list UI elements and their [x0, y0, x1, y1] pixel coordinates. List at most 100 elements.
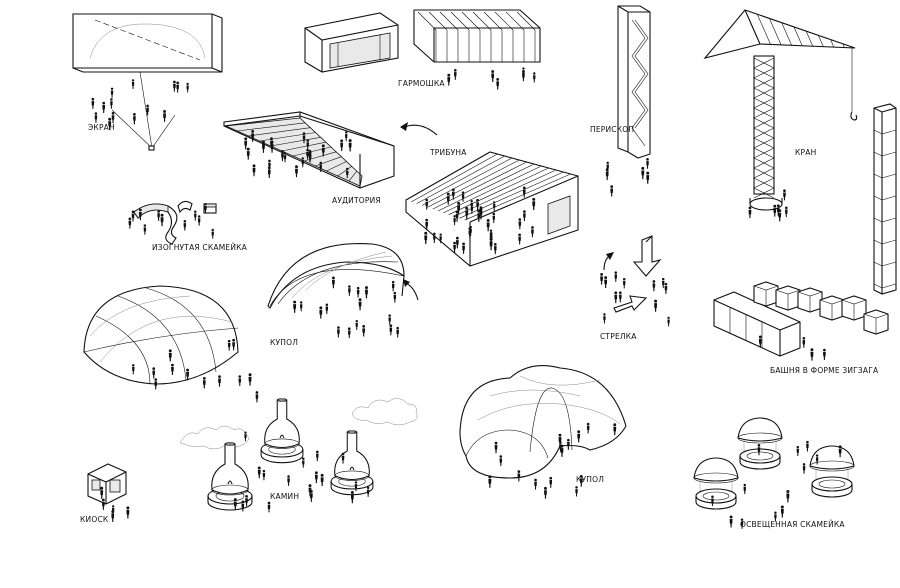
- person-figure-icon: [758, 335, 762, 348]
- person-figure-icon: [493, 242, 497, 255]
- person-figure-icon: [257, 466, 261, 479]
- person-figure-icon: [773, 204, 777, 217]
- person-figure-icon: [350, 490, 354, 504]
- person-figure-icon: [111, 510, 115, 522]
- person-figure-icon: [425, 198, 429, 210]
- person-figure-icon: [241, 500, 245, 512]
- person-figure-icon: [532, 197, 536, 211]
- person-figure-icon: [131, 210, 135, 222]
- person-figure-icon: [245, 495, 248, 507]
- person-figure-icon: [533, 72, 536, 83]
- person-figure-icon: [143, 224, 147, 235]
- person-figure-icon: [796, 445, 800, 457]
- lit-bench-crowd: [711, 440, 842, 529]
- person-figure-icon: [491, 70, 495, 82]
- person-figure-icon: [393, 291, 397, 303]
- screen-crowd: [91, 79, 189, 131]
- cloud-outline-left: [180, 425, 249, 450]
- person-figure-icon: [740, 518, 744, 529]
- accordion-folded: [413, 9, 541, 63]
- person-figure-icon: [111, 112, 115, 124]
- person-figure-icon: [325, 303, 329, 314]
- person-figure-icon: [396, 326, 399, 338]
- label-kiosk: КИОСК: [80, 515, 109, 524]
- tall-column: [873, 103, 897, 295]
- person-figure-icon: [332, 276, 335, 289]
- fireplace-left: [207, 442, 253, 511]
- person-figure-icon: [321, 144, 325, 157]
- person-figure-icon: [802, 463, 806, 474]
- zigzag-tower: [713, 281, 889, 357]
- person-figure-icon: [664, 282, 668, 294]
- kiosk-crowd: [100, 486, 130, 522]
- person-figure-icon: [806, 440, 809, 452]
- person-figure-icon: [823, 348, 826, 361]
- person-figure-icon: [451, 188, 455, 200]
- person-figure-icon: [388, 314, 391, 325]
- person-figure-icon: [457, 201, 461, 215]
- label-screen: ЭКРАН: [88, 123, 115, 132]
- person-figure-icon: [204, 203, 207, 214]
- person-figure-icon: [186, 368, 190, 381]
- person-figure-icon: [126, 506, 130, 519]
- dome-big: [83, 285, 239, 385]
- person-figure-icon: [341, 452, 345, 464]
- label-curved-bench: ИЗОГНУТАЯ СКАМЕЙКА: [152, 243, 248, 252]
- person-figure-icon: [604, 276, 608, 289]
- person-figure-icon: [558, 433, 562, 446]
- person-figure-icon: [439, 233, 442, 244]
- person-figure-icon: [110, 87, 114, 98]
- person-figure-icon: [494, 441, 498, 454]
- person-figure-icon: [366, 486, 370, 497]
- person-figure-icon: [523, 210, 526, 222]
- curved-bench-crowd: [128, 203, 214, 239]
- person-figure-icon: [499, 455, 503, 467]
- person-figure-icon: [244, 137, 248, 150]
- person-figure-icon: [577, 430, 581, 443]
- label-zigzag-tower: БАШНЯ В ФОРМЕ ЗИГЗАГА: [770, 366, 879, 375]
- person-figure-icon: [496, 78, 500, 90]
- person-figure-icon: [346, 167, 349, 179]
- person-figure-icon: [518, 218, 522, 230]
- person-figure-icon: [486, 218, 490, 232]
- person-figure-icon: [232, 338, 235, 351]
- auditorium-object: [223, 111, 395, 189]
- label-dome-cluster: КУПОЛ: [576, 475, 604, 484]
- person-figure-icon: [603, 313, 606, 324]
- person-figure-icon: [295, 165, 298, 178]
- person-figure-icon: [838, 445, 842, 458]
- person-figure-icon: [319, 161, 322, 173]
- person-figure-icon: [168, 349, 172, 362]
- person-figure-icon: [319, 306, 323, 319]
- person-figure-icon: [302, 132, 306, 144]
- person-figure-icon: [306, 139, 310, 150]
- dome-small-crowd: [293, 276, 399, 339]
- person-figure-icon: [267, 501, 271, 513]
- person-figure-icon: [654, 299, 658, 312]
- person-figure-icon: [493, 201, 496, 211]
- person-figure-icon: [128, 217, 132, 229]
- person-figure-icon: [586, 422, 590, 434]
- person-figure-icon: [255, 391, 259, 403]
- person-figure-icon: [613, 423, 617, 436]
- person-figure-icon: [244, 431, 247, 442]
- label-periscope: ПЕРИСКОП: [590, 125, 634, 134]
- label-dome-small: КУПОЛ: [270, 338, 298, 347]
- accordion-box: [304, 12, 399, 73]
- person-figure-icon: [534, 478, 537, 490]
- kiosk-object: [87, 463, 127, 505]
- person-figure-icon: [453, 215, 456, 226]
- person-figure-icon: [489, 237, 493, 251]
- zigzag-crowd: [758, 335, 826, 361]
- person-figure-icon: [579, 474, 583, 487]
- periscope-crowd: [605, 158, 650, 197]
- person-figure-icon: [261, 140, 265, 153]
- person-figure-icon: [748, 206, 752, 219]
- label-lit-bench: ОСВЕЩЕННАЯ СКАМЕЙКА: [740, 520, 845, 529]
- person-figure-icon: [306, 149, 309, 160]
- person-figure-icon: [575, 486, 578, 497]
- person-figure-icon: [470, 204, 474, 215]
- person-figure-icon: [354, 481, 358, 492]
- person-figure-icon: [268, 159, 271, 171]
- person-figure-icon: [337, 326, 340, 338]
